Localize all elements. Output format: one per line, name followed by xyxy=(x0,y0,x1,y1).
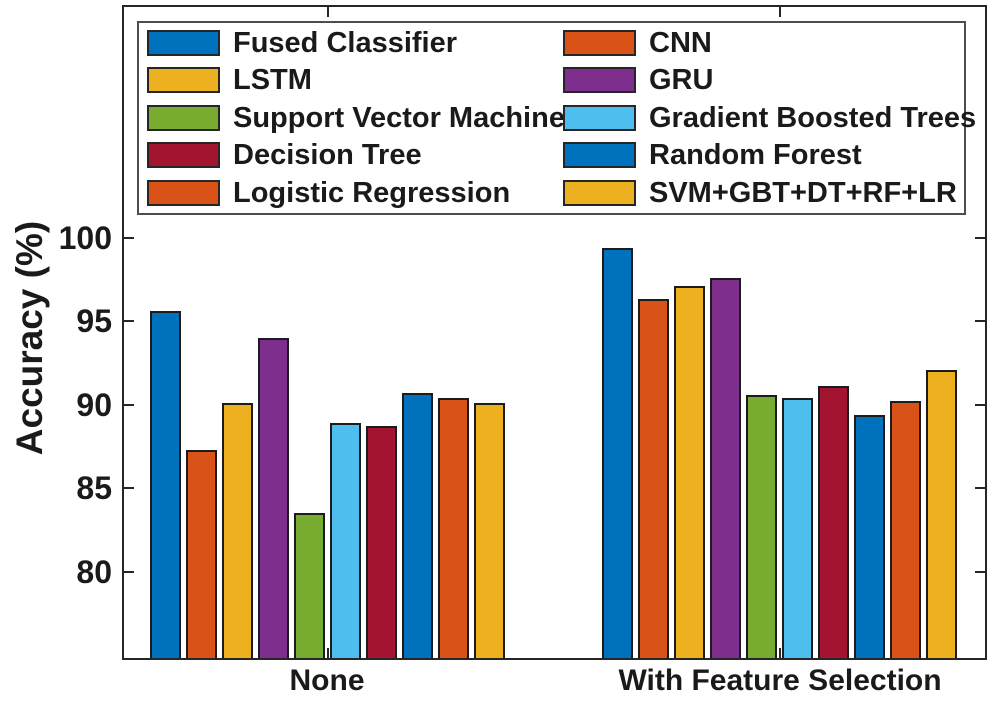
legend-swatch-icon xyxy=(147,142,220,168)
legend-label: Support Vector Machine xyxy=(233,102,565,134)
legend-item-gru: GRU xyxy=(563,63,713,97)
legend-label: Gradient Boosted Trees xyxy=(649,102,977,134)
legend-swatch-icon xyxy=(563,142,636,168)
bar-lstm xyxy=(674,286,705,658)
legend-swatch-icon xyxy=(563,67,636,93)
y-tick-100-left xyxy=(124,236,134,239)
legend-swatch-icon xyxy=(147,105,220,131)
bar-support-vector-machine xyxy=(746,395,777,658)
x-tick-bottom-category-1 xyxy=(778,648,781,658)
bar-group-none xyxy=(150,311,505,658)
legend-label: Logistic Regression xyxy=(233,177,511,209)
legend-swatch-icon xyxy=(563,180,636,206)
bar-logistic-regression xyxy=(438,398,469,658)
x-tick-top-category-1 xyxy=(778,7,781,17)
bar-fused-classifier xyxy=(602,248,633,658)
y-tick-90-left xyxy=(124,403,134,406)
bar-fused-classifier xyxy=(150,311,181,658)
y-tick-95-left xyxy=(124,320,134,323)
legend-label: GRU xyxy=(649,64,714,96)
legend-item-random-forest: Random Forest xyxy=(563,138,862,172)
x-tick-bottom-category-0 xyxy=(326,648,329,658)
legend-item-svm-gbt-dt-rf-lr: SVM+GBT+DT+RF+LR xyxy=(563,176,957,210)
legend-item-gradient-boosted-trees: Gradient Boosted Trees xyxy=(563,101,976,135)
bar-random-forest xyxy=(854,415,885,658)
bar-decision-tree xyxy=(366,426,397,658)
y-tick-85-left xyxy=(124,487,134,490)
bar-gradient-boosted-trees xyxy=(330,423,361,658)
y-tick-100-right xyxy=(975,236,985,239)
x-category-label-with-feature-selection: With Feature Selection xyxy=(618,664,942,697)
legend-label: Random Forest xyxy=(649,139,862,171)
legend-label: Fused Classifier xyxy=(233,27,458,59)
y-tick-85-right xyxy=(975,487,985,490)
legend-item-support-vector-machine: Support Vector Machine xyxy=(147,101,565,135)
y-tick-95-right xyxy=(975,320,985,323)
bar-gradient-boosted-trees xyxy=(782,398,813,658)
legend-item-decision-tree: Decision Tree xyxy=(147,138,422,172)
bar-svm-gbt-dt-rf-lr xyxy=(474,403,505,658)
legend-label: SVM+GBT+DT+RF+LR xyxy=(649,177,957,209)
legend-swatch-icon xyxy=(147,30,220,56)
bar-group-with-feature-selection xyxy=(602,248,957,658)
bar-svm-gbt-dt-rf-lr xyxy=(926,370,957,658)
legend-item-logistic-regression: Logistic Regression xyxy=(147,176,510,210)
legend-item-lstm: LSTM xyxy=(147,63,312,97)
y-tick-label-95: 95 xyxy=(76,303,112,340)
legend-item-fused-classifier: Fused Classifier xyxy=(147,26,457,60)
bar-decision-tree xyxy=(818,386,849,658)
bar-lstm xyxy=(222,403,253,658)
legend-item-cnn: CNN xyxy=(563,26,712,60)
bar-gru xyxy=(258,338,289,658)
bar-cnn xyxy=(638,299,669,658)
legend-label: CNN xyxy=(649,27,712,59)
legend-swatch-icon xyxy=(563,105,636,131)
y-tick-label-90: 90 xyxy=(76,386,112,423)
legend-swatch-icon xyxy=(147,67,220,93)
bar-gru xyxy=(710,278,741,658)
legend-label: Decision Tree xyxy=(233,139,422,171)
bar-support-vector-machine xyxy=(294,513,325,658)
y-tick-label-85: 85 xyxy=(76,470,112,507)
x-category-label-none: None xyxy=(289,664,365,697)
y-tick-80-left xyxy=(124,570,134,573)
legend-swatch-icon xyxy=(563,30,636,56)
bar-random-forest xyxy=(402,393,433,658)
y-tick-label-100: 100 xyxy=(58,219,112,256)
legend-label: LSTM xyxy=(233,64,312,96)
bar-logistic-regression xyxy=(890,401,921,658)
y-tick-90-right xyxy=(975,403,985,406)
y-tick-80-right xyxy=(975,570,985,573)
bar-cnn xyxy=(186,450,217,658)
x-tick-top-category-0 xyxy=(326,7,329,17)
legend-swatch-icon xyxy=(147,180,220,206)
y-tick-label-80: 80 xyxy=(76,553,112,590)
